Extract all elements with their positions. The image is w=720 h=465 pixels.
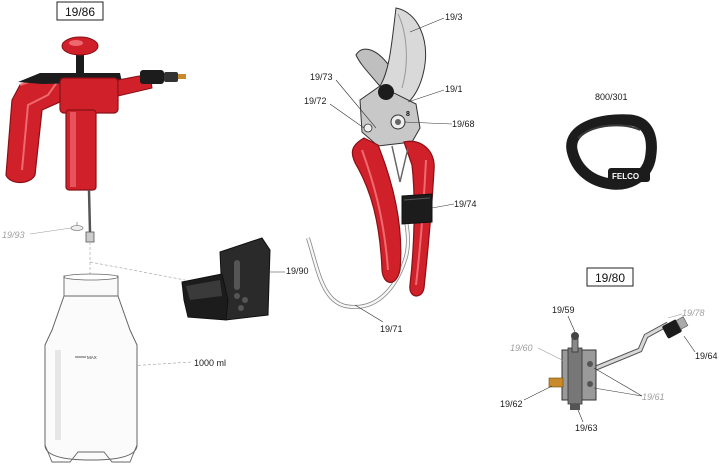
label-19-3: 19/3 xyxy=(445,12,463,22)
guide-lines xyxy=(89,242,193,367)
part-19-93: 19/93 xyxy=(2,222,84,240)
kit-ref-box: 19/80 xyxy=(586,267,634,287)
kit-ref-label: 19/80 xyxy=(595,271,625,285)
label-19-71: 19/71 xyxy=(380,324,403,334)
bottle: MAX 1000 ml xyxy=(44,273,226,463)
label-19-68: 19/68 xyxy=(452,119,475,129)
hose: 19/71 xyxy=(306,209,410,334)
pruner: 8 xyxy=(351,7,435,297)
strap: 800/301 FELCO xyxy=(566,92,657,190)
label-19-72: 19/72 xyxy=(304,96,327,106)
sprayer-ref-box: 19/86 xyxy=(56,1,104,21)
label-19-59: 19/59 xyxy=(552,305,575,315)
label-19-90: 19/90 xyxy=(286,266,309,276)
bottle-max-mark: MAX xyxy=(87,355,97,360)
label-19-62: 19/62 xyxy=(500,399,523,409)
pruner-labels: 19/3 19/1 19/73 19/72 19/68 19/74 xyxy=(304,12,477,209)
label-19-60: 19/60 xyxy=(510,343,533,353)
label-19-93: 19/93 xyxy=(2,230,25,240)
label-19-73: 19/73 xyxy=(310,72,333,82)
label-19-74: 19/74 xyxy=(454,199,477,209)
bottle-volume-label: 1000 ml xyxy=(194,358,226,368)
valve-labels: 19/59 19/64 19/78 19/60 19/61 19/62 19/6… xyxy=(500,305,718,433)
sprayer-pump xyxy=(5,36,247,243)
strap-logo: FELCO xyxy=(612,172,639,181)
label-19-78: 19/78 xyxy=(682,308,705,318)
sprayer-ref-label: 19/86 xyxy=(65,5,95,19)
bracket: 19/90 xyxy=(181,237,309,321)
valve-kit xyxy=(548,316,689,410)
label-19-64: 19/64 xyxy=(695,351,718,361)
label-19-61: 19/61 xyxy=(642,392,665,402)
label-19-63: 19/63 xyxy=(575,423,598,433)
pruner-mark: 8 xyxy=(406,111,410,118)
label-800-301: 800/301 xyxy=(595,92,628,102)
label-19-1: 19/1 xyxy=(445,84,463,94)
